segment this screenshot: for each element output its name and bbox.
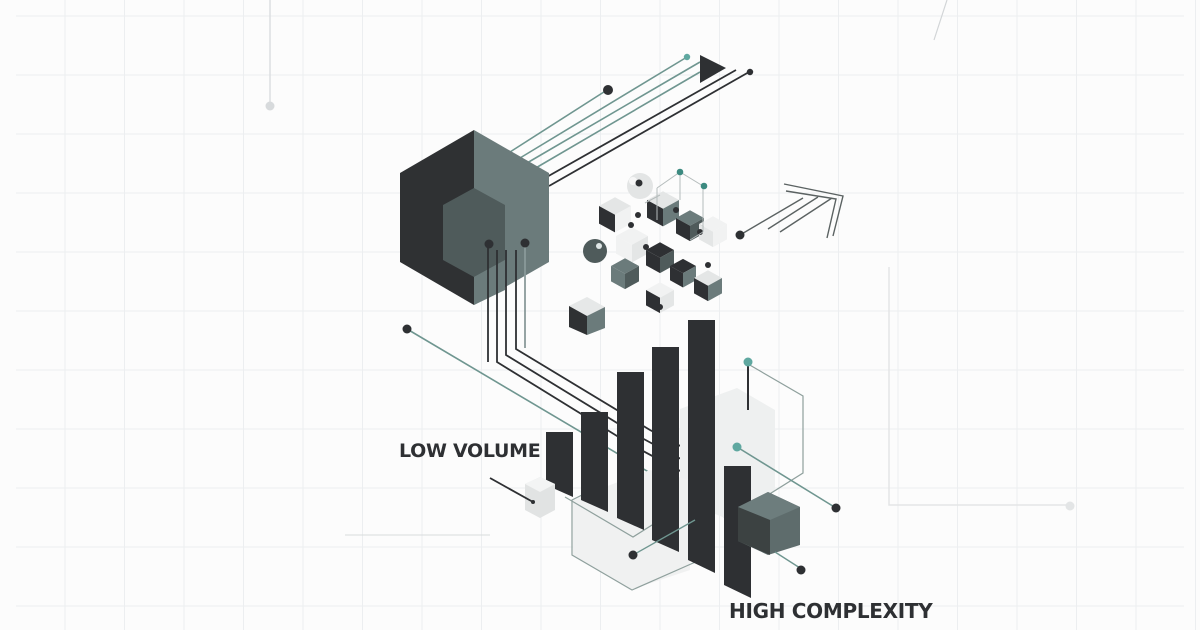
node-dot [705,262,711,268]
wireframe-cube-icon [644,171,704,241]
cube-icon [611,258,639,290]
chart-bar [617,372,644,530]
node-dot [643,244,649,250]
node-dot [628,222,634,228]
outline-hexagons [564,363,804,591]
low-volume-cube-icon [489,477,555,518]
background-connector-bottom-right [888,267,1075,511]
node-dot-teal [676,168,684,176]
node-dot [484,239,494,249]
cube-cluster-icon [599,191,727,314]
hexagon-output-lines [509,56,750,187]
right-connectors [628,357,841,560]
chart-bar [688,320,715,573]
arrow-chevron-icon [739,183,844,239]
cube-icon [616,227,648,263]
node-dot [735,230,745,240]
triangle-icon [700,55,726,83]
node-dot [603,85,613,95]
node-dot [673,207,679,213]
high-complexity-label: HIGH COMPLEXITY [729,599,933,623]
cube-icon [670,258,696,288]
cube-icon [694,270,722,302]
cube-icon [646,282,674,314]
cube-icon [646,242,674,274]
node-dot [746,68,754,76]
chart-bar [724,466,751,598]
cube-icon [599,197,631,233]
node-dot-teal [683,53,691,61]
small-cube-icon [569,297,605,335]
slate-cube-icon [738,492,806,575]
sphere-dark-icon [583,239,607,263]
bar-chart-icon [546,320,751,598]
node-dot-teal [700,182,708,190]
chart-bar [581,412,608,512]
node-dot [635,212,641,218]
node-dot [520,238,530,248]
background-slash-line [933,0,948,41]
chart-bar [652,347,679,552]
node-dot [657,304,663,310]
hexagon-icon [400,130,549,305]
background-connector-top-left [265,0,275,111]
low-volume-label: LOW VOLUME [399,440,541,462]
cube-icon [647,191,679,227]
chart-bar [546,432,573,497]
sphere-light-icon [627,173,653,199]
